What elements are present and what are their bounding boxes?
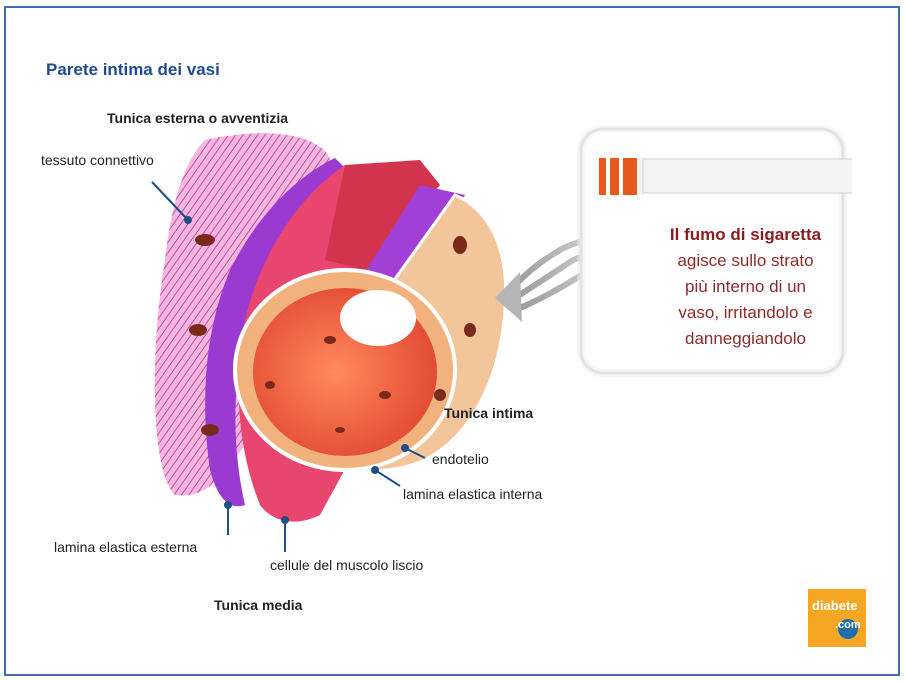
logo-text: diabete: [812, 598, 858, 613]
label-cellule-muscolo-liscio: cellule del muscolo liscio: [270, 557, 423, 573]
logo-com: .com: [835, 619, 861, 631]
label-tunica-esterna: Tunica esterna o avventizia: [107, 110, 288, 126]
label-tunica-intima: Tunica intima: [444, 405, 533, 421]
callout-line-2: più interno di un: [648, 274, 843, 300]
label-lamina-elastica-interna: lamina elastica interna: [403, 486, 542, 502]
callout-line-4: danneggiandolo: [648, 326, 843, 352]
label-tessuto-connettivo: tessuto connettivo: [41, 152, 154, 168]
label-tunica-media: Tunica media: [214, 597, 302, 613]
callout-line-1: agisce sullo strato: [648, 248, 843, 274]
label-lamina-elastica-esterna: lamina elastica esterna: [54, 539, 197, 555]
lumen-opening: [340, 290, 416, 346]
label-endotelio: endotelio: [432, 451, 489, 467]
cigarette-icon: [599, 158, 852, 195]
callout-line-3: vaso, irritandolo e: [648, 300, 843, 326]
callout-text: Il fumo di sigaretta agisce sullo strato…: [648, 222, 843, 352]
diabete-logo: diabete .com: [808, 589, 866, 647]
callout-highlight: Il fumo di sigaretta: [648, 222, 843, 248]
